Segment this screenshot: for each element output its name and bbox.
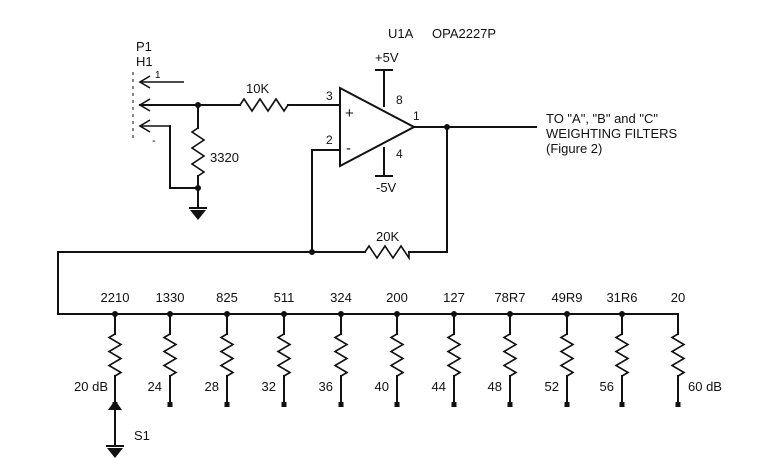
input-junction-dot — [195, 102, 201, 108]
ladder-resistor-value: 20 — [671, 290, 685, 305]
ladder-switch-contact — [451, 402, 457, 407]
ladder-resistor — [107, 333, 123, 377]
ladder-resistor — [670, 333, 686, 377]
opamp-pin3-number: 3 — [326, 89, 333, 103]
ladder-resistor — [219, 333, 235, 377]
negative-supply — [375, 147, 393, 177]
resistor-10k — [239, 97, 289, 113]
output-note-line2: WEIGHTING FILTERS — [546, 126, 678, 141]
ladder-resistor — [502, 333, 518, 377]
connector-pin-2 — [138, 98, 199, 112]
opamp-pin8-number: 8 — [396, 93, 403, 107]
opamp-pin4-number: 4 — [396, 147, 403, 161]
ladder-gain-label: 44 — [432, 379, 446, 394]
ladder-resistor-value: 825 — [216, 290, 238, 305]
negative-supply-label: -5V — [376, 180, 397, 195]
resistor-3320-label: 3320 — [210, 150, 239, 165]
ladder-resistor-value: 324 — [330, 290, 352, 305]
output-note-line1: TO "A", "B" and "C" — [546, 111, 658, 126]
ladder-switch-contact — [224, 402, 230, 407]
ladder-gain-label: 60 dB — [688, 379, 722, 394]
input-wiring — [169, 104, 241, 209]
connector-pin-3 — [138, 119, 170, 133]
ladder-resistor-value: 511 — [274, 290, 295, 305]
ladder-resistor-value: 1330 — [156, 290, 185, 305]
opamp-plus-sign: + — [345, 105, 354, 122]
ladder-resistor-value: 49R9 — [551, 290, 582, 305]
ladder-resistor-value: 200 — [386, 290, 408, 305]
ladder-switch-contact — [338, 402, 344, 407]
opamp-part-number: OPA2227P — [432, 26, 496, 41]
ladder-switch-contact — [675, 402, 681, 407]
positive-supply-label: +5V — [375, 50, 399, 65]
opamp-pin1-number: 1 — [413, 109, 420, 123]
ground-symbol-input — [189, 207, 207, 220]
ladder-gain-label: 20 dB — [74, 379, 108, 394]
ladder-gain-label: 28 — [205, 379, 219, 394]
feedback-junction-dot — [309, 249, 315, 255]
ladder-gain-label: 52 — [545, 379, 559, 394]
ladder-resistor-value: 78R7 — [494, 290, 525, 305]
connector-label: P1 — [136, 39, 152, 54]
ladder-switch-contact — [167, 402, 173, 407]
ladder-resistor — [389, 333, 405, 377]
opamp-pin2-number: 2 — [326, 133, 333, 147]
positive-supply — [375, 69, 393, 107]
ladder-resistor — [446, 333, 462, 377]
ladder-resistor-value: 127 — [443, 290, 465, 305]
connector-pin-1 — [138, 75, 184, 89]
ladder-switch-contact — [619, 402, 625, 407]
ladder-switch-contact — [507, 402, 513, 407]
resistor-20k-label: 20K — [376, 229, 399, 244]
ladder-gain-label: 36 — [319, 379, 333, 394]
switch-s1 — [106, 400, 124, 458]
resistor-10k-label: 10K — [246, 81, 269, 96]
resistor-3320 — [190, 127, 206, 177]
ladder-switch-contact — [281, 402, 287, 407]
ladder-switch-contact — [394, 402, 400, 407]
ladder-gain-label: 24 — [148, 379, 162, 394]
connector-pin2-mark: - — [152, 135, 156, 147]
ladder-switch-contact — [564, 402, 570, 407]
gain-ladder: 2210 20 dB 1330 24 825 28 511 32 324 36 200 40 127 44… — [74, 290, 722, 407]
opamp-minus-sign: - — [346, 140, 351, 157]
ladder-gain-label: 32 — [262, 379, 276, 394]
opamp-designator: U1A — [388, 26, 414, 41]
connector-pin1-number: 1 — [155, 70, 161, 81]
resistor-20k — [364, 244, 410, 261]
ladder-resistor-value: 2210 — [101, 290, 130, 305]
opamp-triangle — [339, 86, 417, 168]
ladder-resistor — [614, 333, 630, 377]
ladder-gain-label: 56 — [600, 379, 614, 394]
ladder-gain-label: 48 — [488, 379, 502, 394]
output-note-line3: (Figure 2) — [546, 141, 602, 156]
ladder-gain-label: 40 — [375, 379, 389, 394]
ladder-resistor — [162, 333, 178, 377]
connector-sub-label: H1 — [136, 54, 153, 69]
ladder-resistor — [333, 333, 349, 377]
ladder-resistor — [559, 333, 575, 377]
feedback-wiring — [57, 126, 448, 315]
switch-label: S1 — [134, 428, 150, 443]
ladder-resistor-value: 31R6 — [606, 290, 637, 305]
ground-junction-dot — [195, 185, 201, 191]
ladder-resistor — [276, 333, 292, 377]
